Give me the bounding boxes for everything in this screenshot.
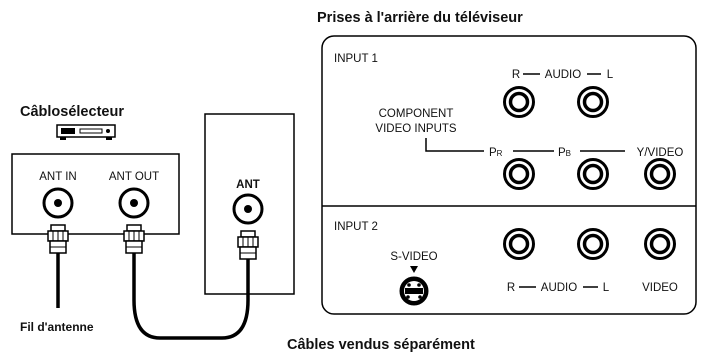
component-label-line2: VIDEO INPUTS [375, 123, 456, 135]
ant-in-plug [47, 224, 69, 254]
svideo-jack[interactable] [399, 276, 429, 306]
ant-out-jack[interactable] [118, 187, 150, 219]
component-bracket [425, 138, 484, 152]
yvideo-label: Y/VIDEO [637, 147, 684, 159]
antenna-wire-label: Fil d'antenne [20, 320, 94, 334]
input1-audio-r: R [512, 69, 520, 81]
input2-audio-r-jack[interactable] [502, 227, 536, 261]
input2-audio-label: AUDIO [541, 282, 577, 294]
input1-pb-jack[interactable] [576, 157, 610, 191]
cable-box-icon [56, 124, 116, 140]
svideo-arrow-icon [410, 266, 418, 273]
tv-ant-plug [237, 230, 259, 260]
cables-sold-separately: Câbles vendus séparément [287, 337, 475, 353]
cable-box-panel [11, 153, 180, 235]
input1-audio-l: L [607, 69, 614, 81]
input2-audio-r: R [507, 282, 515, 294]
input1-yvideo-jack[interactable] [643, 157, 677, 191]
tv-ant-jack[interactable] [232, 193, 264, 225]
coax-cable [132, 253, 250, 340]
input1-pr-jack[interactable] [502, 157, 536, 191]
input2-audio-l: L [603, 282, 610, 294]
cable-box-title: Câblosélecteur [20, 104, 124, 120]
ant-in-jack[interactable] [42, 187, 74, 219]
svg-text:PR: PR [489, 147, 503, 159]
input1-audio-l-jack[interactable] [576, 85, 610, 119]
component-label-line1: COMPONENT [379, 108, 454, 120]
input1-label: INPUT 1 [334, 53, 378, 65]
input2-video-jack[interactable] [643, 227, 677, 261]
tv-ant-label: ANT [236, 179, 260, 191]
ant-out-plug [123, 224, 145, 254]
input1-audio-label: AUDIO [545, 69, 581, 81]
input2-label: INPUT 2 [334, 221, 378, 233]
svg-text:PB: PB [558, 147, 571, 159]
pr-label: PR [489, 147, 503, 159]
ant-in-label: ANT IN [39, 171, 77, 183]
pb-label: PB [558, 147, 571, 159]
ant-out-label: ANT OUT [109, 171, 159, 183]
svideo-label: S-VIDEO [390, 251, 437, 263]
input1-audio-r-jack[interactable] [502, 85, 536, 119]
input2-video-label: VIDEO [642, 282, 678, 294]
input2-audio-l-jack[interactable] [576, 227, 610, 261]
tv-rear-title: Prises à l'arrière du téléviseur [317, 10, 523, 26]
